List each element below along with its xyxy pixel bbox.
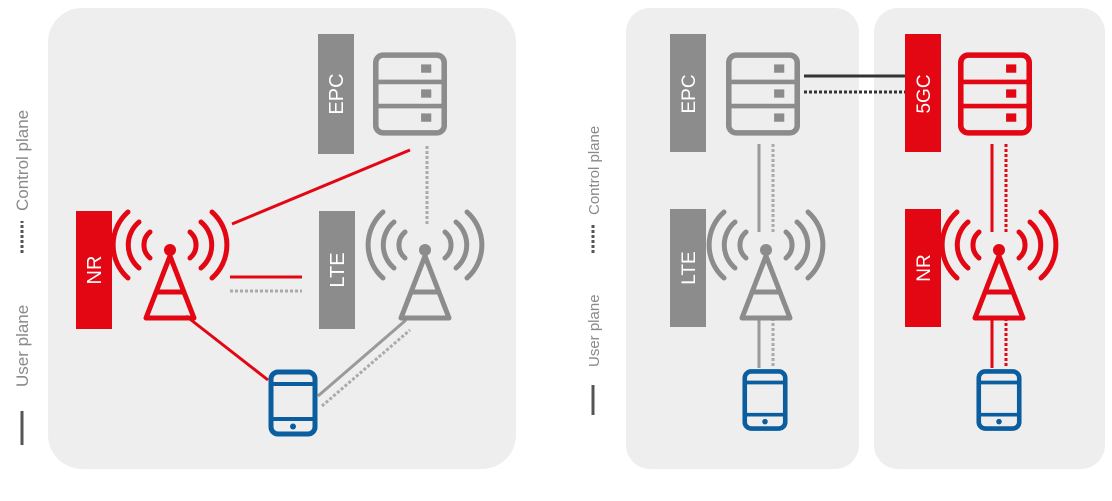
left-legend: User plane Control plane [13,110,32,445]
nr-label-box [76,211,112,329]
left-diagram: User plane Control plane EPC NR [13,8,516,469]
nr-to-epc-user-line [231,148,411,226]
user-plane-label: User plane [586,294,603,367]
nr-label-box [905,209,941,327]
right-connections [757,74,1008,368]
lte-cell-tower-icon [365,209,485,321]
nr-label: NR [84,256,106,285]
lte-to-phone-control-line [321,328,411,408]
left-panel [48,8,516,469]
right-diagram: User plane Control plane EPC 5GC [586,8,1105,469]
5gc-label-box [905,34,941,152]
epc-label-box [670,34,706,152]
control-plane-label: Control plane [586,126,603,215]
right-legend: User plane Control plane [586,126,603,415]
lte-cell-tower-icon [706,209,826,321]
user-plane-label: User plane [13,305,32,387]
nr-cell-tower-icon [939,209,1059,321]
nr-cell-tower-icon [110,209,230,321]
lte-label: LTE [327,252,349,287]
left-connections [185,146,429,408]
epc-label: EPC [326,73,348,114]
lte-label: LTE [679,251,700,284]
lte-to-phone-user-line [317,318,407,398]
nr-label: NR [914,254,935,281]
epc-label-box [318,34,354,154]
5gc-label: 5GC [914,74,935,113]
control-plane-label: Control plane [13,110,32,211]
nr-to-phone-user-line [185,314,269,382]
epc-label: EPC [679,74,700,113]
lte-label-box [319,211,355,329]
lte-label-box [670,209,706,327]
